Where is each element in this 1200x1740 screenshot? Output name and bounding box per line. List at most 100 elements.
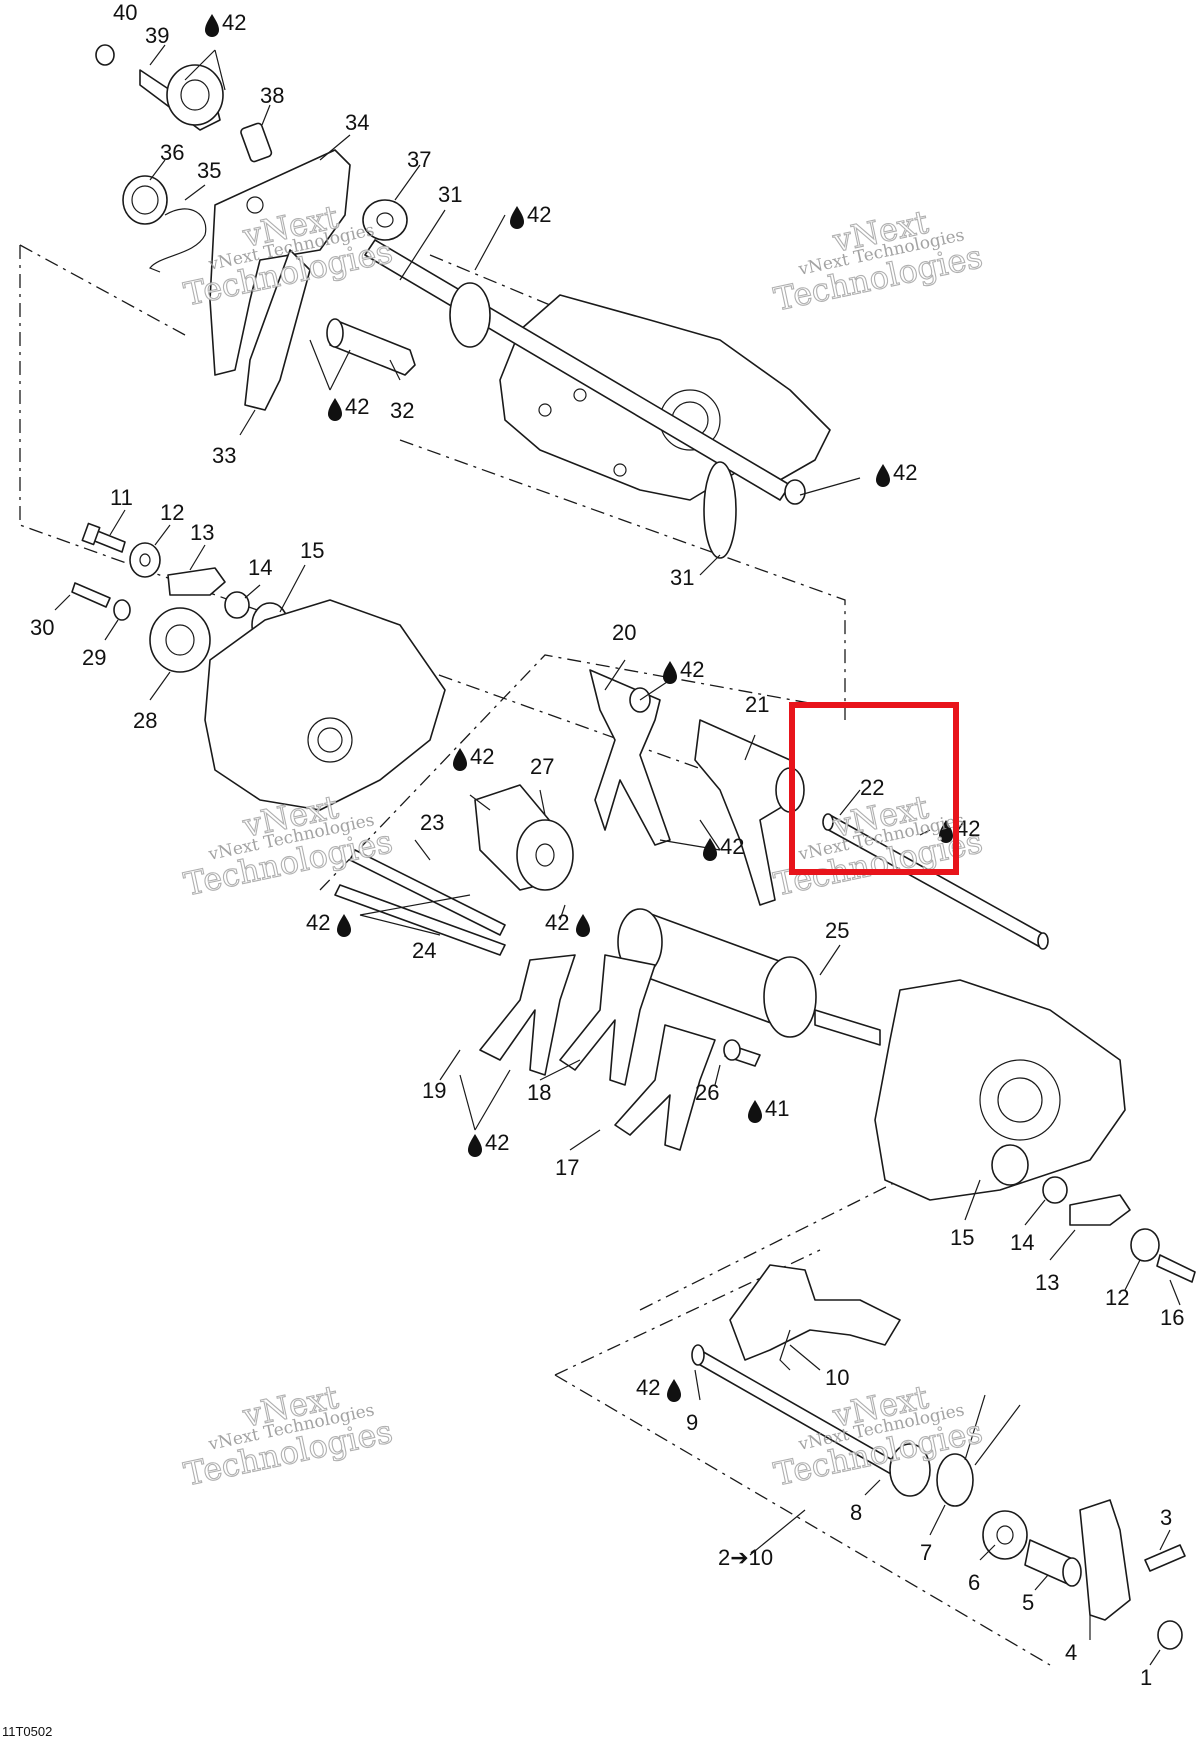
- lube-callout: 42: [468, 1130, 509, 1157]
- gear-39: [166, 64, 224, 126]
- oil-drop-icon: [337, 914, 351, 937]
- gear-28: [149, 607, 211, 673]
- lube-callout: 42: [876, 460, 917, 487]
- callout-labels: 1 3 4 5 6 7 8 9 10 11 12 13 14 15 15 14 …: [30, 0, 1184, 1690]
- callout-21: 21: [745, 692, 769, 717]
- highlight-box-part-22: [789, 702, 959, 875]
- washer-12: [129, 542, 161, 578]
- callout-36: 36: [160, 140, 184, 165]
- callout-5: 5: [1022, 1590, 1034, 1615]
- left-middle-group: [71, 522, 446, 811]
- figure-code: 11T0502: [2, 1724, 52, 1739]
- pin-23: [349, 849, 506, 936]
- bolt-16: [1156, 1254, 1196, 1283]
- callout-16: 16: [1160, 1305, 1184, 1330]
- callout-13b: 13: [1035, 1270, 1059, 1295]
- washer-6: [982, 1510, 1028, 1560]
- oil-drop-icon: [205, 14, 219, 37]
- callout-25: 25: [825, 918, 849, 943]
- lever-33: [244, 249, 311, 411]
- lubricant-callouts: 42 42 42 42 42 42 42 42 42 42 42 41 42: [205, 10, 980, 1402]
- lube-callout: 42: [703, 834, 744, 861]
- lube-callout: 42: [205, 10, 246, 37]
- svg-text:42: 42: [956, 816, 980, 841]
- watermark: vNext Technologies Technologies vNext: [180, 1377, 396, 1494]
- callout-34: 34: [345, 110, 369, 135]
- oil-drop-icon: [876, 464, 890, 487]
- watermark: vNext Technologies Technologies vNext: [180, 197, 396, 314]
- washer-37: [362, 199, 408, 241]
- lube-callout: 42: [453, 744, 494, 771]
- oil-drop-icon: [468, 1134, 482, 1157]
- svg-text:42: 42: [720, 834, 744, 859]
- oil-drop-icon: [576, 914, 590, 937]
- fork-shaft-group: [589, 669, 1049, 950]
- svg-text:42: 42: [893, 460, 917, 485]
- callout-7: 7: [920, 1540, 932, 1565]
- bushing-8: [889, 1443, 931, 1497]
- upper-housing-group: [326, 239, 831, 559]
- upper-shift-lever-group: [95, 44, 408, 411]
- callout-30: 30: [30, 615, 54, 640]
- housing-left: [204, 599, 446, 811]
- pin-24: [334, 884, 506, 956]
- callout-22: 22: [860, 775, 884, 800]
- callout-11: 11: [110, 485, 133, 510]
- callout-31a: 31: [438, 182, 462, 207]
- oil-drop-icon: [939, 820, 953, 843]
- callout-8: 8: [850, 1500, 862, 1525]
- callout-23: 23: [420, 810, 444, 835]
- svg-text:42: 42: [222, 10, 246, 35]
- fork-17: [614, 1024, 716, 1151]
- callout-40: 40: [113, 0, 137, 25]
- housing-upper: [499, 294, 831, 501]
- callout-17: 17: [555, 1155, 579, 1180]
- bolt-30: [71, 582, 111, 608]
- washer-12b: [1130, 1228, 1160, 1262]
- lever-13: [167, 567, 226, 596]
- lever-13b: [1069, 1194, 1131, 1226]
- gear-31b: [703, 461, 737, 559]
- callout-15b: 15: [950, 1225, 974, 1250]
- svg-text:42: 42: [306, 910, 330, 935]
- right-housing-group: [874, 979, 1196, 1283]
- lube-callout: 42: [510, 202, 551, 229]
- callout-20: 20: [612, 620, 636, 645]
- callout-19: 19: [422, 1078, 446, 1103]
- lube-callout: 42: [306, 910, 351, 937]
- lever-bracket: [729, 1264, 901, 1361]
- callout-14: 14: [248, 555, 272, 580]
- callout-6: 6: [968, 1570, 980, 1595]
- washer-14b: [1042, 1176, 1068, 1204]
- fork-19: [479, 954, 576, 1076]
- spring-38: [240, 122, 273, 163]
- callout-12: 12: [160, 500, 184, 525]
- range-label-2-10: 2➔10: [718, 1545, 773, 1570]
- callout-12b: 12: [1105, 1285, 1129, 1310]
- callout-38: 38: [260, 83, 284, 108]
- oil-drop-icon: [453, 748, 467, 771]
- callout-3: 3: [1160, 1505, 1172, 1530]
- spring-7: [936, 1453, 974, 1507]
- shift-drum-group: [334, 784, 574, 956]
- lube-callout: 42: [545, 910, 590, 937]
- callout-37: 37: [407, 147, 431, 172]
- fork-20: [589, 669, 671, 846]
- callout-28: 28: [133, 708, 157, 733]
- lube-callout: 41: [748, 1096, 789, 1123]
- callout-27: 27: [530, 754, 554, 779]
- lube-callout: 42: [663, 657, 704, 684]
- svg-text:42: 42: [680, 657, 704, 682]
- callout-35: 35: [197, 158, 221, 183]
- callout-10: 10: [825, 1365, 849, 1390]
- callout-29: 29: [82, 645, 106, 670]
- washer-1: [1157, 1620, 1183, 1650]
- shift-plate-34: [209, 149, 351, 376]
- callout-39: 39: [145, 23, 169, 48]
- lever-4: [1079, 1499, 1131, 1621]
- leader-lines: [54, 44, 1181, 1666]
- callout-26: 26: [695, 1080, 719, 1105]
- svg-text:42: 42: [485, 1130, 509, 1155]
- callout-1: 1: [1140, 1665, 1152, 1690]
